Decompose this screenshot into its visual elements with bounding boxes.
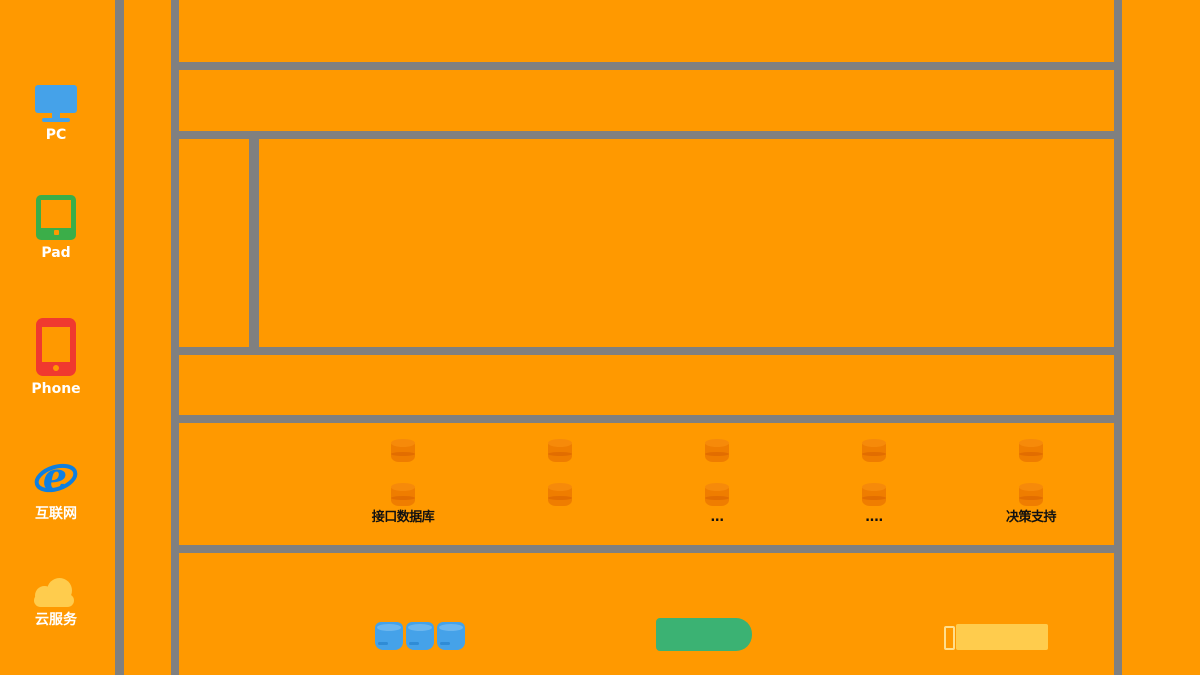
cloud-icon: [34, 578, 78, 607]
layer-box-split: [171, 131, 1122, 355]
database-column: 决策支持: [986, 423, 1076, 545]
database-icon: [548, 439, 572, 462]
database-icon: [705, 483, 729, 506]
tablet-icon: [36, 195, 76, 240]
sidebar-item-label: Phone: [31, 381, 81, 397]
server-bar: [956, 624, 1048, 650]
layer-box-top: [171, 0, 1122, 70]
sidebar-item-phone: Phone: [24, 318, 88, 396]
pc-base: [42, 118, 70, 122]
database-icon: [391, 439, 415, 462]
yellow-server-bar-icon: [944, 624, 1048, 650]
split-box-divider: [249, 139, 259, 347]
pc-stand: [52, 113, 60, 118]
sidebar-item-pad: Pad: [24, 195, 88, 260]
database-column: [515, 423, 605, 545]
sidebar-item-pc: PC: [24, 85, 88, 142]
pc-screen: [35, 85, 77, 113]
phone-icon: [36, 318, 76, 376]
phone-screen: [42, 327, 70, 362]
phone-home-button: [53, 365, 59, 371]
database-icon: [391, 483, 415, 506]
sidebar-item-cloud: 云服务: [24, 578, 88, 627]
pc-icon: [35, 85, 77, 122]
layer-box-database: [171, 415, 1122, 553]
database-column-label: ....: [865, 510, 883, 525]
layer-box-second: [171, 62, 1122, 139]
database-icon: [862, 483, 886, 506]
blue-database-icon: [437, 622, 465, 650]
database-column: 接口数据库: [358, 423, 448, 545]
layer-box-fourth: [171, 347, 1122, 423]
database-column: ....: [829, 423, 919, 545]
database-icon: [1019, 483, 1043, 506]
database-column-label: 决策支持: [1005, 510, 1057, 525]
sidebar-item-label: 云服务: [35, 612, 77, 628]
tablet-home-button: [54, 230, 59, 235]
blue-database-icon: [406, 622, 434, 650]
database-column: ...: [672, 423, 762, 545]
database-column-label: 接口数据库: [371, 510, 435, 525]
sidebar-item-label: 互联网: [35, 506, 77, 522]
database-icon: [705, 439, 729, 462]
internet-explorer-icon: e: [33, 454, 79, 501]
sidebar-item-label: Pad: [41, 245, 71, 261]
blue-database-icon: [375, 622, 403, 650]
sidebar-divider: [115, 0, 124, 675]
blue-database-cluster: [375, 622, 465, 650]
tablet-screen: [41, 200, 71, 228]
server-panel: [944, 626, 955, 650]
cloud-base: [34, 594, 74, 607]
green-storage-drive-icon: [656, 618, 752, 651]
sidebar-item-internet: e 互联网: [24, 454, 88, 522]
database-column-label: ...: [710, 510, 724, 525]
database-icon: [862, 439, 886, 462]
database-icon: [1019, 439, 1043, 462]
sidebar-item-label: PC: [45, 127, 67, 143]
database-icon: [548, 483, 572, 506]
layer-box-infrastructure: [171, 545, 1122, 675]
svg-text:e: e: [43, 455, 67, 499]
